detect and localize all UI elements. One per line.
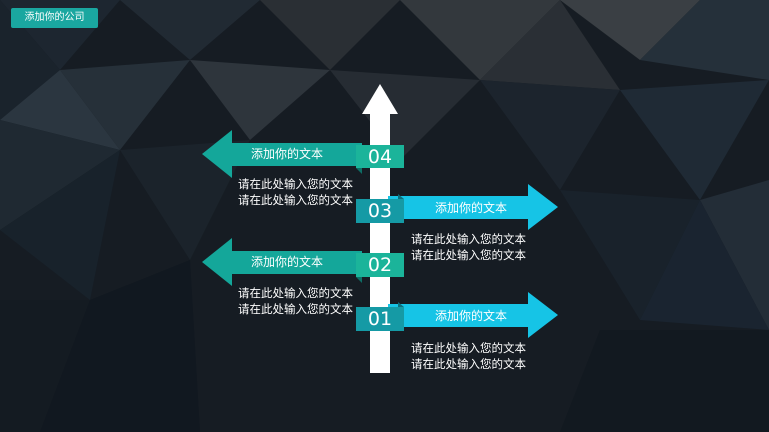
step-04-desc-line2: 请在此处输入您的文本 (238, 193, 353, 207)
arrow-step-04 (202, 130, 362, 178)
company-label: 添加你的公司 (11, 8, 98, 28)
arrow-step-01 (388, 292, 558, 338)
step-01-desc-line2: 请在此处输入您的文本 (411, 357, 526, 371)
step-04-desc-line1: 请在此处输入您的文本 (238, 177, 353, 191)
arrow-step-02 (202, 238, 362, 286)
tab-step-02 (356, 253, 404, 277)
tab-step-01 (356, 307, 404, 331)
step-02-desc-line1: 请在此处输入您的文本 (238, 286, 353, 300)
step-04-description: 请在此处输入您的文本 请在此处输入您的文本 (238, 176, 353, 208)
step-03-description: 请在此处输入您的文本 请在此处输入您的文本 (411, 231, 526, 263)
step-01-desc-line1: 请在此处输入您的文本 (411, 341, 526, 355)
step-03-number: 03 (367, 200, 393, 222)
arrow-step-03 (388, 184, 558, 230)
step-04-title: 添加你的文本 (251, 147, 324, 161)
step-03-desc-line2: 请在此处输入您的文本 (411, 248, 526, 262)
tab-step-04 (356, 145, 404, 168)
step-01-description: 请在此处输入您的文本 请在此处输入您的文本 (411, 340, 526, 372)
step-03-title: 添加你的文本 (435, 201, 508, 215)
step-01-title: 添加你的文本 (435, 309, 508, 323)
tab-step-03 (356, 199, 404, 223)
step-01-number: 01 (367, 308, 393, 330)
step-02-title: 添加你的文本 (251, 255, 324, 269)
step-02-number: 02 (367, 254, 393, 276)
step-02-description: 请在此处输入您的文本 请在此处输入您的文本 (238, 285, 353, 317)
step-02-desc-line2: 请在此处输入您的文本 (238, 302, 353, 316)
step-03-desc-line1: 请在此处输入您的文本 (411, 232, 526, 246)
step-04-number: 04 (367, 146, 393, 168)
